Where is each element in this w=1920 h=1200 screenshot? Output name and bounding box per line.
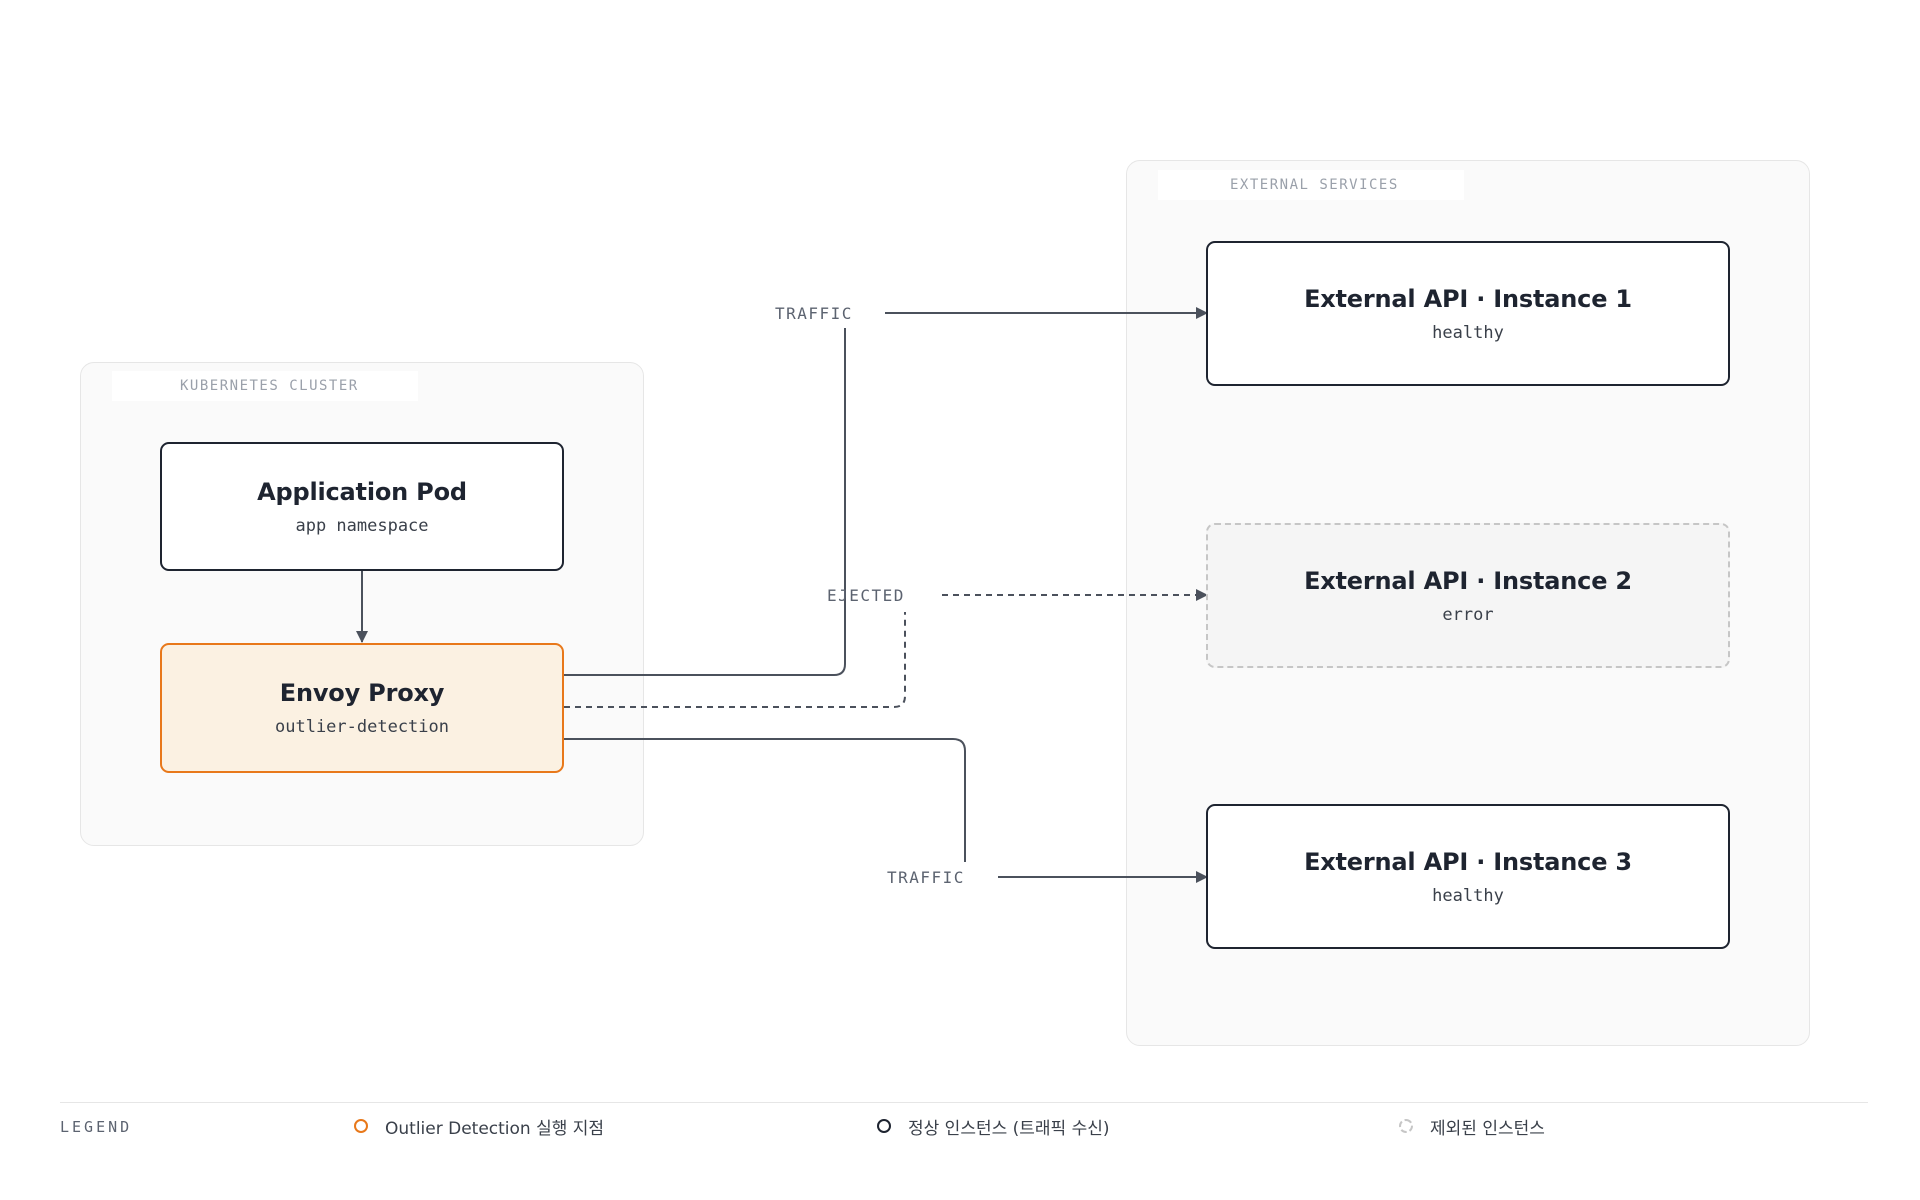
envoy-proxy-node: Envoy Proxy outlier-detection	[160, 643, 564, 773]
legend-title: LEGEND	[60, 1118, 133, 1136]
dark-ring-icon	[877, 1119, 891, 1133]
application-pod-subtitle: app namespace	[295, 515, 429, 536]
instance-3-title: External API · Instance 3	[1304, 847, 1632, 876]
application-pod-title: Application Pod	[257, 477, 467, 506]
legend-divider	[60, 1102, 1868, 1103]
dashed-ring-icon	[1399, 1119, 1413, 1133]
legend-item-outlier-label: Outlier Detection 실행 지점	[385, 1118, 605, 1139]
application-pod-node: Application Pod app namespace	[160, 442, 564, 571]
external-services-label: EXTERNAL SERVICES	[1158, 170, 1464, 200]
edge-envoy-to-instance2	[564, 612, 906, 708]
legend-item-healthy-label: 정상 인스턴스 (트래픽 수신)	[908, 1118, 1110, 1139]
instance-1-title: External API · Instance 1	[1304, 284, 1632, 313]
instance-1-status: healthy	[1432, 322, 1504, 343]
legend-item-outlier: Outlier Detection 실행 지점	[354, 1114, 605, 1139]
edge-envoy-to-instance3	[564, 738, 966, 862]
external-api-instance-1-node: External API · Instance 1 healthy	[1206, 241, 1730, 386]
legend-item-ejected: 제외된 인스턴스	[1399, 1114, 1545, 1139]
legend-item-healthy: 정상 인스턴스 (트래픽 수신)	[877, 1114, 1110, 1139]
edge-label-traffic-3: TRAFFIC	[887, 868, 965, 887]
instance-2-status: error	[1442, 604, 1494, 625]
kubernetes-cluster-label: KUBERNETES CLUSTER	[112, 371, 418, 401]
envoy-proxy-title: Envoy Proxy	[279, 679, 445, 707]
orange-ring-icon	[354, 1119, 368, 1133]
instance-3-status: healthy	[1432, 885, 1504, 906]
edge-label-ejected: EJECTED	[827, 586, 905, 605]
instance-2-title: External API · Instance 2	[1304, 566, 1632, 595]
edge-envoy-to-instance1	[564, 328, 846, 676]
envoy-proxy-subtitle: outlier-detection	[275, 717, 449, 737]
legend-item-ejected-label: 제외된 인스턴스	[1430, 1118, 1545, 1139]
edge-label-traffic-1: TRAFFIC	[775, 304, 853, 323]
external-api-instance-3-node: External API · Instance 3 healthy	[1206, 804, 1730, 949]
external-api-instance-2-node: External API · Instance 2 error	[1206, 523, 1730, 668]
